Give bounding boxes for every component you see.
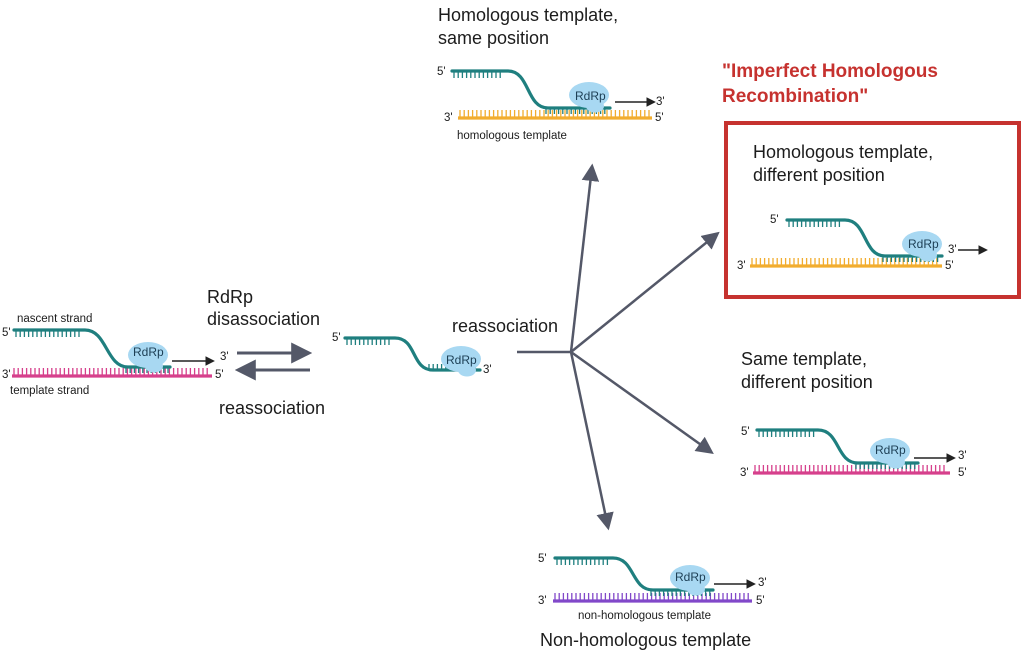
top-homologous-template-bases [459,110,650,118]
left-rdrp-blob-foot [145,359,163,373]
same-nascent-strand-paired-bases [855,463,916,469]
top-nascent-strand-top-bases [453,71,501,78]
branch-arrow-bottom [569,351,614,531]
top-nascent-strand-backbone [450,69,612,110]
same-rdrp-blob-foot [887,455,905,469]
highlight-homologous-template-bases [751,258,938,266]
bottom-non-homologous-template-bases [554,593,749,601]
left-nascent-strand-top-bases [15,330,80,337]
branch-arrow-highlight [570,231,720,353]
bottom-nascent-strand-backbone [553,556,715,592]
highlight-nascent-strand-backbone [785,218,944,258]
same-nascent-strand-backbone [755,428,920,465]
highlight-nascent-strand-top-bases [788,220,841,227]
highlight-box [724,121,1021,299]
bottom-nascent-strand-top-bases [556,558,609,565]
bottom-rdrp-blob-foot [687,582,705,596]
same-nascent-strand-top-bases [758,430,815,437]
free-nascent-strand-top-bases [346,338,390,345]
top-rdrp-blob-foot [586,99,604,113]
left-template-strand-bases [13,368,208,376]
highlight-rdrp-blob-foot [919,248,937,262]
free-nascent-strand-backbone [343,336,482,372]
left-nascent-strand-backbone [12,328,172,369]
branch-arrow-top [569,163,600,353]
branch-arrow-same [570,350,714,455]
free-rdrp-blob-foot [458,363,476,377]
